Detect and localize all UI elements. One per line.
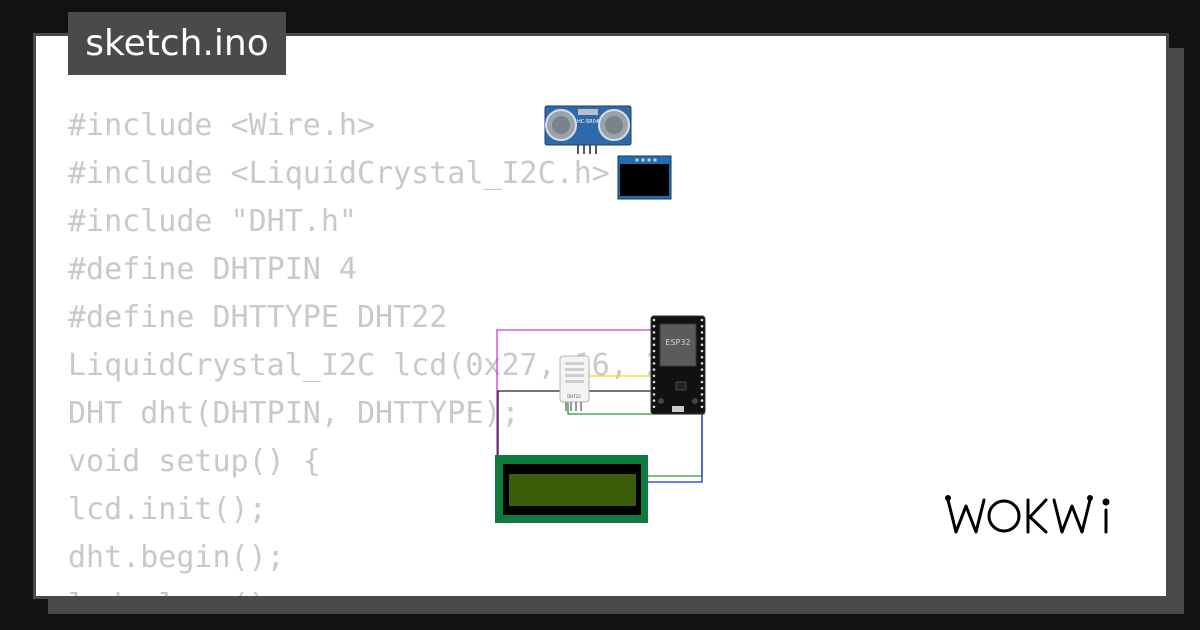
- esp32-pin: [652, 399, 656, 402]
- esp32-pin: [700, 337, 704, 340]
- esp32-pin: [652, 324, 656, 328]
- circuit-diagram: HC-SR04: [495, 105, 706, 523]
- esp32-pin: [652, 386, 656, 390]
- esp32-pin: [652, 362, 656, 365]
- esp32-pin: [700, 380, 704, 384]
- code-preview: #include <Wire.h> #include <LiquidCrystal…: [68, 102, 701, 596]
- code-line: LiquidCrystal_I2C lcd(0x27, 16, 2);: [68, 348, 701, 383]
- esp32-pin: [652, 374, 656, 378]
- code-line: void setup() {: [68, 444, 321, 479]
- esp32-pin: [652, 337, 656, 340]
- esp32-pin: [652, 355, 656, 359]
- esp32-pin: [652, 380, 656, 384]
- wire-black: [497, 390, 704, 482]
- wokwi-logo: [945, 495, 1110, 534]
- esp32-board: ESP32: [650, 315, 706, 415]
- ultrasonic-sensor: HC-SR04: [544, 105, 632, 154]
- esp32-pin: [700, 355, 704, 359]
- esp32-pin: [700, 368, 704, 371]
- code-line: #define DHTTYPE DHT22: [68, 300, 448, 335]
- esp32-pin: [652, 405, 656, 409]
- oled-display: [617, 155, 672, 200]
- code-line: lcd.init();: [68, 492, 267, 527]
- code-line: #define DHTPIN 4: [68, 252, 357, 287]
- esp32-pin: [700, 374, 704, 378]
- esp32-pin: [652, 368, 656, 371]
- code-line: dht.begin();: [68, 540, 285, 575]
- file-title-tab: sketch.ino: [68, 12, 286, 75]
- code-line: #include <LiquidCrystal_I2C.h>: [68, 156, 610, 191]
- esp32-pin: [700, 318, 704, 322]
- esp32-pin: [700, 405, 704, 409]
- esp32-pin: [700, 349, 704, 353]
- esp32-pin: [700, 362, 704, 365]
- code-line: #include <Wire.h>: [68, 108, 376, 143]
- ultrasonic-label: HC-SR04: [577, 119, 599, 125]
- esp32-pin: [652, 318, 656, 322]
- code-line: lcd.clear();: [68, 582, 700, 596]
- esp32-pin: [700, 343, 704, 347]
- esp32-pin: [652, 393, 656, 396]
- esp32-label: ESP32: [665, 338, 690, 347]
- esp32-pin: [652, 349, 656, 353]
- esp32-pin: [652, 331, 656, 334]
- lcd-display: [495, 455, 648, 523]
- dht22-label: DHT22: [567, 394, 581, 399]
- esp32-pin: [700, 386, 704, 390]
- esp32-pin: [652, 343, 656, 347]
- code-line: #include "DHT.h": [68, 204, 357, 239]
- esp32-pin: [700, 399, 704, 402]
- esp32-pin: [700, 331, 704, 334]
- code-line: DHT dht(DHTPIN, DHTTYPE);: [68, 396, 520, 431]
- dht22-sensor: DHT22: [559, 355, 590, 411]
- esp32-pin: [700, 324, 704, 328]
- esp32-pins: [652, 318, 704, 409]
- esp32-pin: [700, 393, 704, 396]
- preview-card: #include <Wire.h> #include <LiquidCrystal…: [33, 33, 1169, 599]
